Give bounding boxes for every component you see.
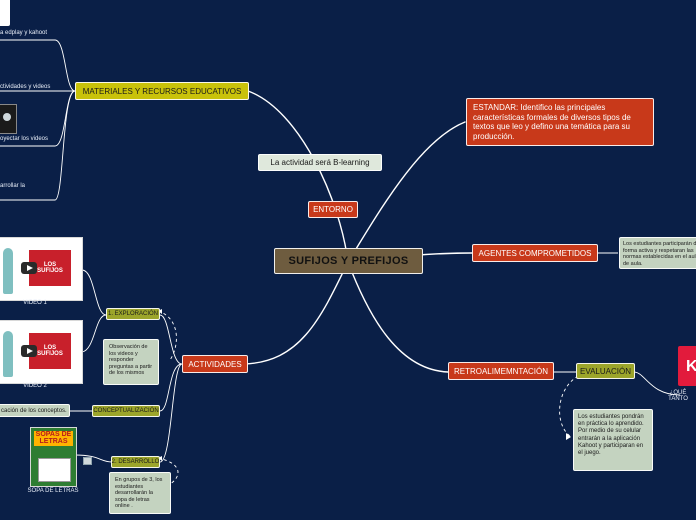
video1-figure [3, 248, 13, 294]
conceptualizacion-node[interactable]: CONCEPTUALIZACIÓN [92, 405, 160, 417]
exploracion-node[interactable]: 1. EXPLORACIÓN [106, 308, 160, 320]
evaluacion-note: Los estudiantes pondrán en práctica lo a… [573, 409, 653, 471]
actividad-blearning-node[interactable]: La actividad será B-learning [258, 154, 382, 171]
sopa-grid [38, 458, 71, 482]
estandar-node[interactable]: ESTANDAR: Identifico las principales car… [466, 98, 654, 146]
leaf-image-top [0, 0, 10, 26]
play-icon[interactable] [21, 345, 37, 357]
agentes-note: Los estudiantes participarán de forma ac… [619, 237, 696, 269]
grid-icon [83, 457, 92, 465]
sopa-thumbnail[interactable]: SOPAS DE LETRAS [30, 427, 77, 487]
video2-thumbnail[interactable]: LOS SUFIJOS [0, 320, 83, 384]
sopa-title: SOPAS DE LETRAS [34, 431, 73, 446]
entorno-node[interactable]: ENTORNO [308, 201, 358, 218]
video1-thumbnail[interactable]: LOS SUFIJOS [0, 237, 83, 301]
leaf-proyectar: oyectar los videos [0, 136, 49, 142]
video2-figure [3, 331, 13, 377]
kahoot-caption: ¿QUÉ TANTO [668, 390, 688, 402]
leaf-image-projector [0, 104, 17, 134]
video2-caption: VIDEO 2 [23, 383, 47, 389]
video1-banner: LOS SUFIJOS [29, 250, 71, 286]
video1-caption: VIDEO 1 [23, 300, 47, 306]
exploracion-note: Observación de los videos y responder pr… [103, 339, 159, 385]
desarrollo-node[interactable]: 2. DESARROLLO [111, 456, 160, 468]
actividades-node[interactable]: ACTIVIDADES [182, 355, 248, 373]
agentes-node[interactable]: AGENTES COMPROMETIDOS [472, 244, 598, 262]
video2-title: LOS SUFIJOS [37, 345, 63, 357]
evaluacion-node[interactable]: EVALUACIÓN [576, 363, 635, 379]
video1-title: LOS SUFIJOS [37, 262, 63, 274]
kahoot-logo: K [678, 346, 696, 386]
play-icon[interactable] [21, 262, 37, 274]
central-topic[interactable]: SUFIJOS Y PREFIJOS [274, 248, 423, 274]
retroalimentacion-node[interactable]: RETROALIMEMNTACIÓN [448, 362, 554, 380]
desarrollo-note: En grupos de 3, los estudiantes desarrol… [109, 472, 171, 514]
leaf-actividades-videos: ctividades y videos [0, 84, 51, 90]
materiales-node[interactable]: MATERIALES Y RECURSOS EDUCATIVOS [75, 82, 249, 100]
leaf-desarrollar: arrollar la [0, 183, 26, 189]
sopa-caption: SOPA DE LETRAS [27, 488, 79, 494]
conceptos-leaf: cación de los conceptos. [0, 404, 70, 417]
leaf-edplay: a edplay y kahoot [0, 30, 48, 36]
kahoot-letter: K [686, 358, 696, 375]
